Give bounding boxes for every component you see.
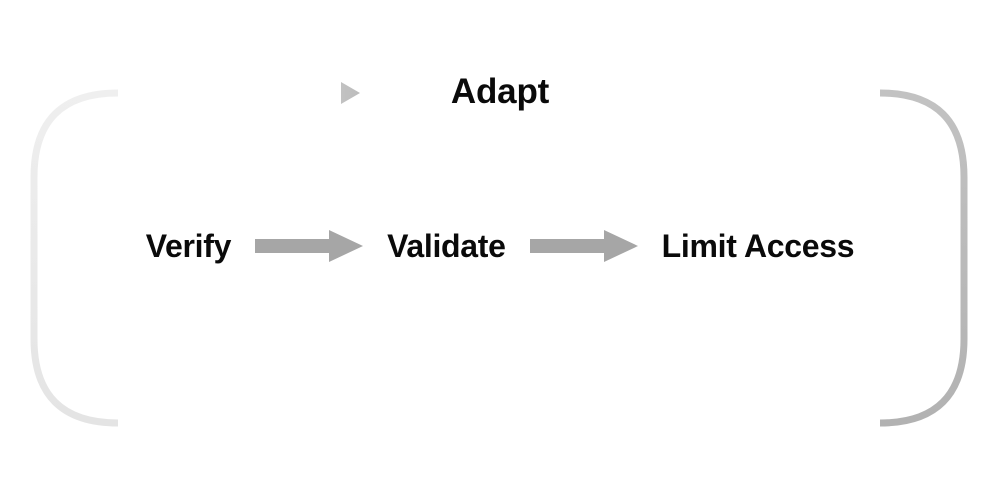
connector-arrow-validate-to-limit-access-icon	[529, 230, 638, 262]
connector-arrow-verify-to-validate-icon	[255, 230, 364, 262]
stage-flow-row: Verify Validate Limit Access	[0, 218, 1000, 274]
stage-label-limit-access: Limit Access	[661, 228, 855, 264]
loop-segment-right	[879, 89, 968, 427]
stage-label-validate: Validate	[387, 228, 506, 264]
loop-arrowhead-icon	[341, 82, 360, 104]
node-label-adapt: Adapt	[450, 72, 550, 111]
loop-segment-left	[30, 89, 119, 427]
stage-label-verify: Verify	[145, 228, 232, 264]
